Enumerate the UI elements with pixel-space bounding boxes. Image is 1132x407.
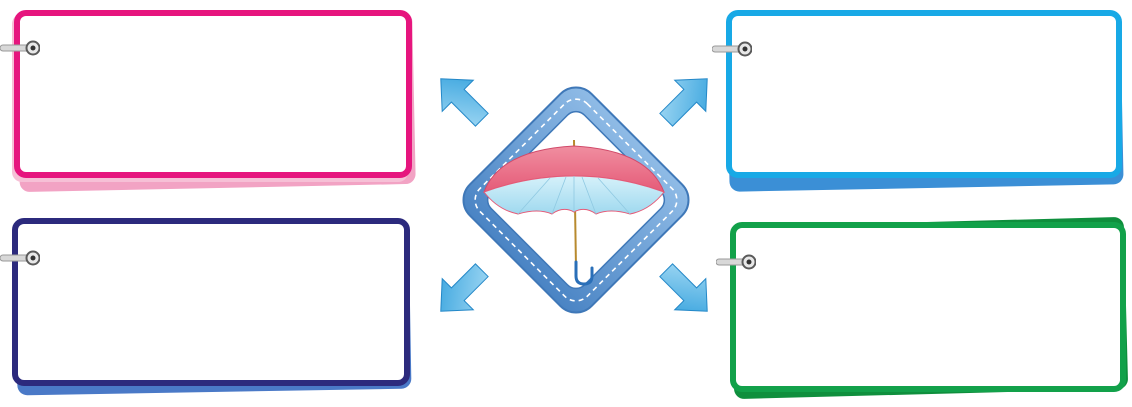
ring-clip-icon	[712, 41, 752, 57]
umbrella-icon	[483, 139, 665, 286]
arrow-down-left-icon	[440, 263, 489, 312]
card-bottom-left-face	[12, 218, 410, 386]
card-top-left	[12, 10, 416, 193]
arrow-down-right-icon	[659, 263, 708, 312]
arrow-up-left-icon	[440, 78, 489, 127]
card-bottom-right	[729, 216, 1129, 400]
card-top-left-face	[14, 10, 412, 178]
card-bottom-left	[12, 218, 412, 396]
ring-clip-icon	[0, 40, 40, 56]
card-top-right	[726, 10, 1124, 192]
arrow-up-right-icon	[659, 78, 708, 127]
card-bottom-right-face	[730, 222, 1126, 392]
ring-clip-icon	[0, 250, 40, 266]
ring-clip-icon	[716, 254, 756, 270]
card-top-right-face	[726, 10, 1122, 178]
